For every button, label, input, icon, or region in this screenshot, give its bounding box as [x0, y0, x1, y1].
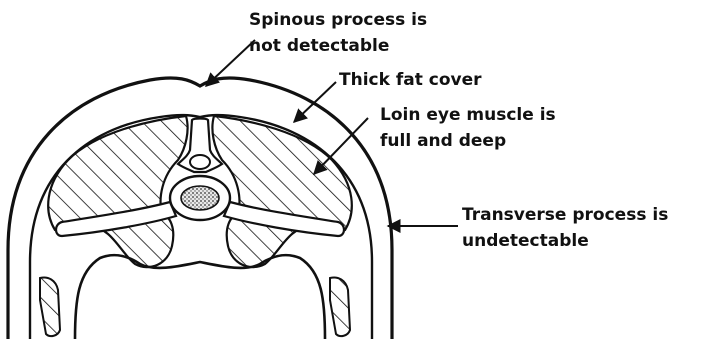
loin-eye-muscle-left — [48, 116, 187, 267]
loin-eye-muscle-right — [212, 116, 351, 267]
label-loin-eye-line1: Loin eye muscle is — [380, 105, 556, 125]
label-spinous-line1: Spinous process is — [249, 10, 427, 30]
label-transverse-line1: Transverse process is — [462, 205, 668, 225]
label-spinous-line2: not detectable — [249, 36, 389, 56]
label-fat-cover: Thick fat cover — [339, 70, 482, 90]
rib-right — [330, 278, 350, 337]
spinal-canal — [190, 155, 210, 169]
abdominal-cavity-outline — [75, 255, 325, 339]
arrow-fat-cover — [294, 82, 336, 122]
vertebral-marrow — [181, 186, 219, 210]
label-loin-eye-line2: full and deep — [380, 131, 506, 151]
label-transverse-line2: undetectable — [462, 231, 589, 251]
rib-left — [40, 278, 60, 337]
